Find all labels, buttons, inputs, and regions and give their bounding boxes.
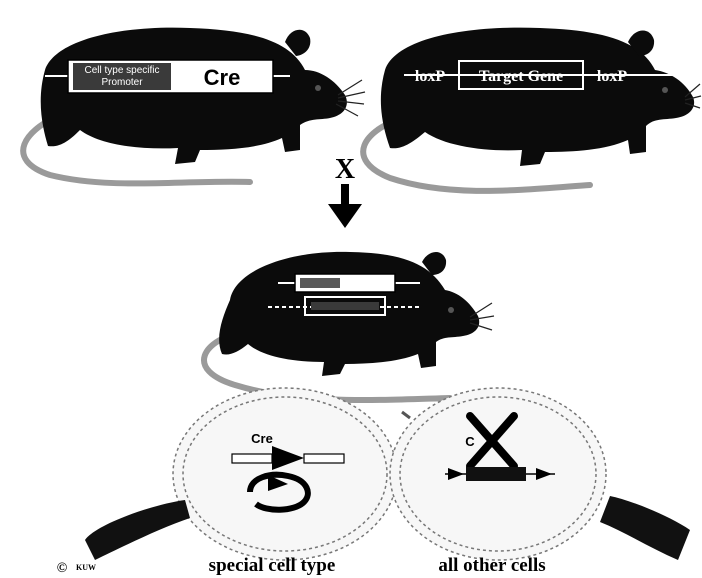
other-cells-caption: all other cells (438, 555, 545, 576)
promoter-label: Cell type specific Promoter (73, 63, 171, 89)
offspring-target-bar (311, 302, 379, 310)
promoter-label-fo: Cell type specific Promoter (73, 63, 171, 90)
mouse-offspring (204, 252, 494, 400)
special-cell-caption: special cell type (209, 555, 336, 576)
loxp-left-label: loxP (415, 68, 445, 85)
offspring-promoter-bar (300, 278, 340, 288)
mouse-right-eye (662, 87, 668, 93)
cell-right-target-gene-bar (466, 467, 526, 481)
mouse-right: loxP Target Gene loxP (363, 28, 701, 191)
copyright-symbol: © (57, 561, 68, 576)
cell-right: C (390, 388, 606, 560)
down-arrow (328, 184, 362, 228)
cre-gene-label: Cre (204, 65, 241, 90)
mouse-left-eye (315, 85, 321, 91)
cell-left-lox-segment-left (232, 454, 272, 463)
cross-symbol: X (335, 154, 355, 185)
mouse-offspring-eye (448, 307, 454, 313)
cell-left-cre-label: Cre (251, 431, 273, 446)
copyright-text: KUW (76, 563, 96, 572)
target-gene-label: Target Gene (479, 68, 563, 85)
mouse-left: Cell type specific Promoter Cre (23, 28, 365, 184)
connector-mark (402, 412, 410, 418)
right-side-shape (600, 496, 690, 560)
cell-left: Cre (173, 388, 397, 560)
left-side-shape (85, 500, 190, 560)
cell-left-lox-segment-right (304, 454, 344, 463)
loxp-right-label: loxP (597, 68, 627, 85)
cell-right-cre-label: C (465, 434, 475, 449)
